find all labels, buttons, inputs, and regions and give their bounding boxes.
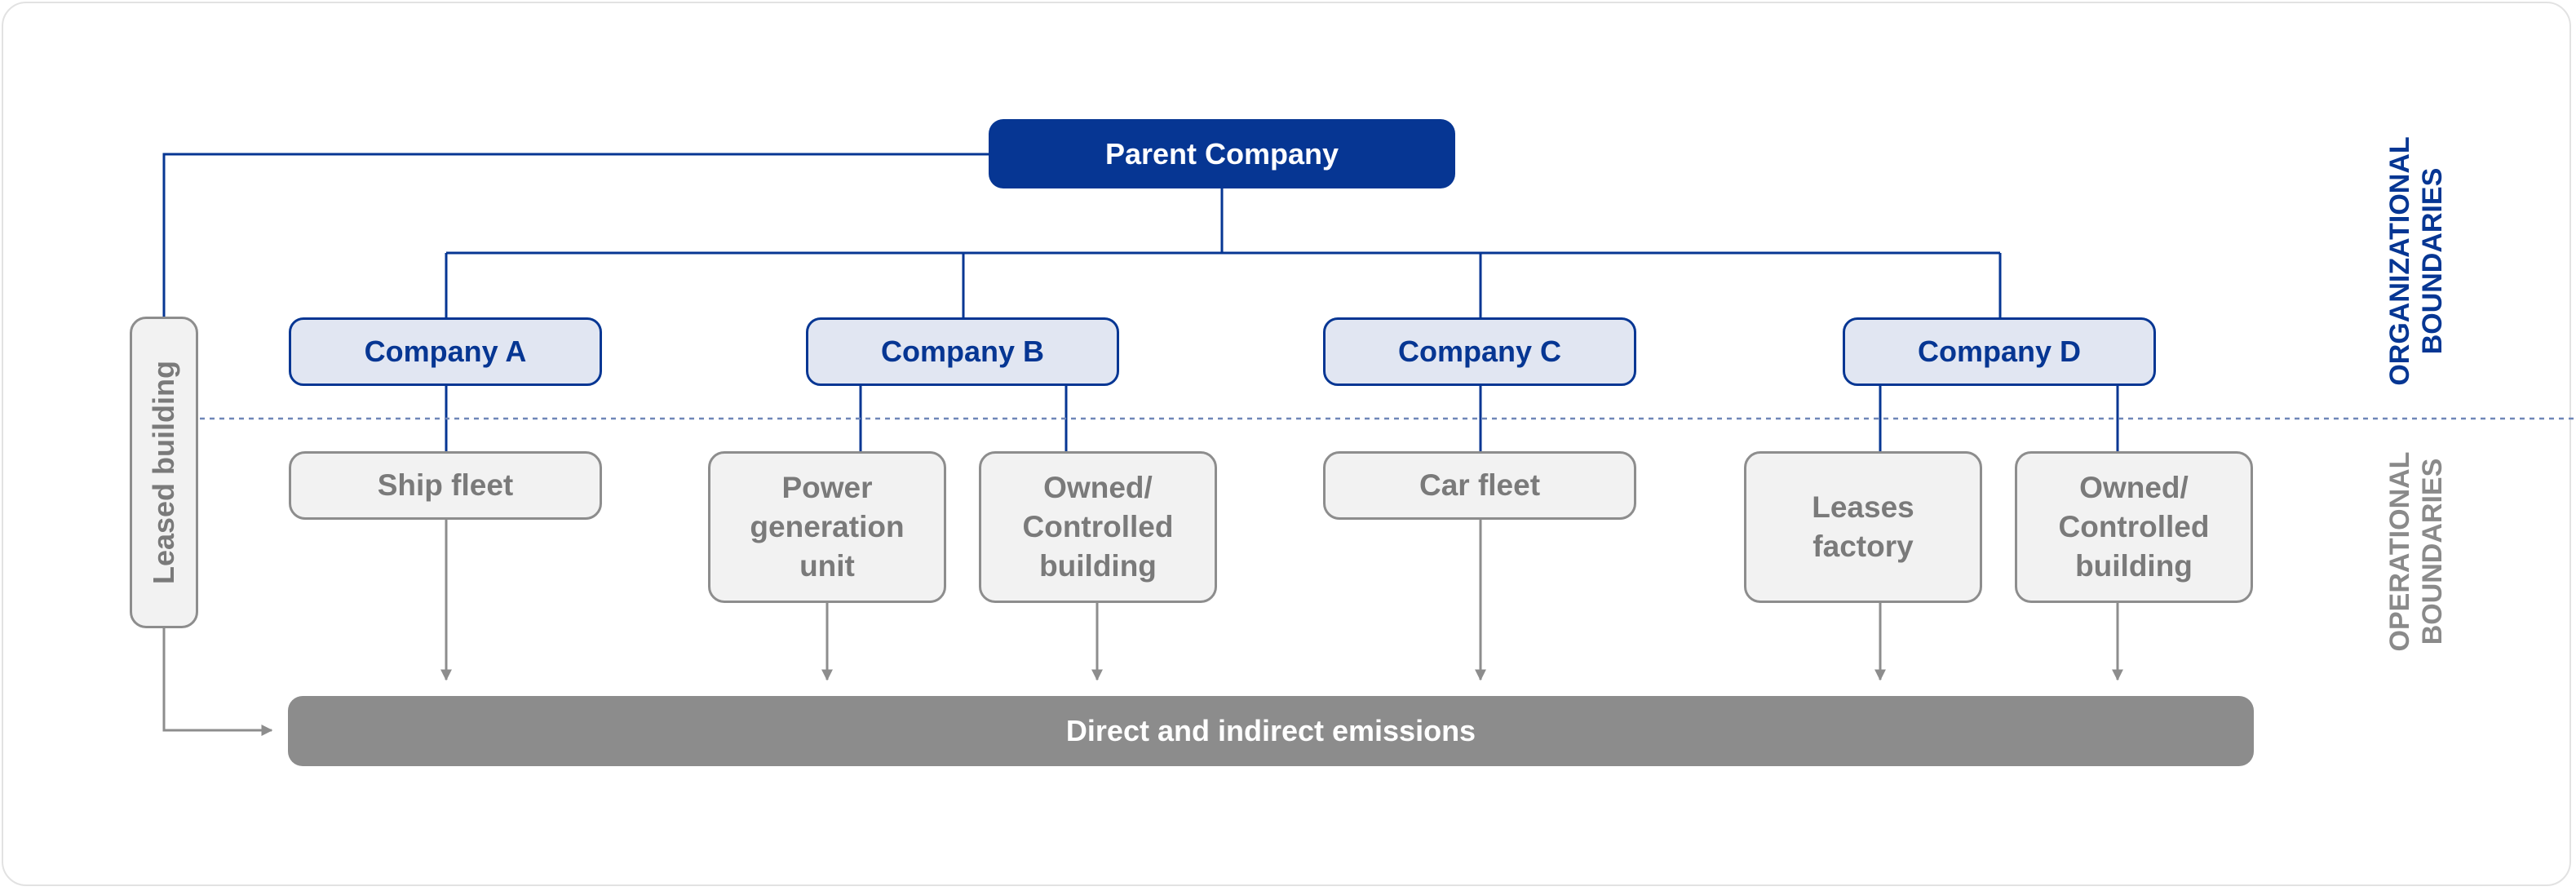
emissions-node: Direct and indirect emissions (288, 696, 2254, 766)
company-a-node: Company A (289, 317, 602, 386)
parent-company-node: Parent Company (989, 119, 1455, 188)
ship-fleet-node: Ship fleet (289, 451, 602, 520)
company-d-node: Company D (1843, 317, 2156, 386)
leased-to-emissions-arrow (162, 628, 273, 736)
emission-arrows (162, 520, 2123, 736)
company-b-node: Company B (806, 317, 1119, 386)
organizational-boundaries-label: ORGANIZATIONAL BOUNDARIES (2384, 136, 2448, 386)
leased-building-node (130, 317, 198, 628)
owned-controlled-building-d-node: Owned/ Controlled building (2015, 451, 2253, 603)
company-c-node: Company C (1323, 317, 1636, 386)
owned-controlled-building-b-node: Owned/ Controlled building (979, 451, 1217, 603)
car-fleet-node: Car fleet (1323, 451, 1636, 520)
parent-to-leased-connector (162, 153, 989, 317)
leases-factory-node: Leases factory (1744, 451, 1982, 603)
operational-boundaries-label: OPERATIONAL BOUNDARIES (2384, 451, 2448, 652)
org-connectors (162, 153, 2119, 451)
power-generation-unit-node: Power generation unit (708, 451, 946, 603)
leased-building-label: Leased building (147, 360, 180, 585)
